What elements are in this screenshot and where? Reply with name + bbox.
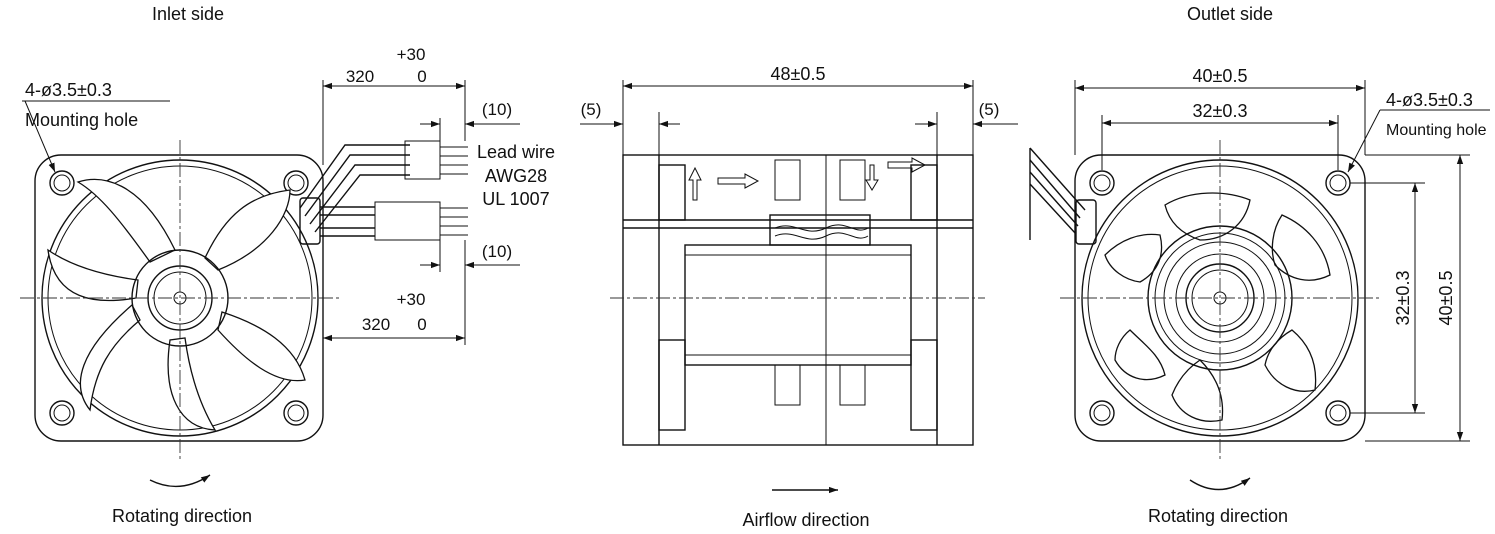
outlet-impeller-blades xyxy=(1104,192,1331,422)
outlet-view-footer: Rotating direction xyxy=(1148,506,1288,526)
side-flange-right: (5) xyxy=(979,100,1000,119)
side-motor-block xyxy=(684,244,912,366)
lead-length-bottom-value: 320 xyxy=(362,315,390,334)
side-depth-dim xyxy=(622,80,974,155)
side-flange-left-dim xyxy=(580,112,680,155)
lead-length-bottom-tol-plus: +30 xyxy=(397,290,426,309)
side-body-outline xyxy=(622,154,974,446)
inlet-impeller-blades xyxy=(47,178,306,431)
inlet-mounting-holes xyxy=(49,170,309,426)
side-flow-arrow-icons xyxy=(688,157,927,201)
outlet-width-pitch-dim xyxy=(1101,115,1339,170)
outlet-width-pitch: 32±0.3 xyxy=(1193,101,1248,121)
lead-length-dim-top xyxy=(322,80,466,165)
side-flange-right-dim xyxy=(915,112,1018,155)
lead-wire-label: Lead wire xyxy=(477,142,555,162)
side-flange-left: (5) xyxy=(581,100,602,119)
outlet-width-outer: 40±0.5 xyxy=(1193,66,1248,86)
inlet-hole-label: Mounting hole xyxy=(25,110,138,130)
strip-length-dim-top xyxy=(420,118,520,141)
side-wire-exit xyxy=(769,214,871,246)
outlet-view: Outlet side xyxy=(1029,4,1490,526)
lead-length-dim-bottom xyxy=(322,240,466,345)
side-view-footer: Airflow direction xyxy=(742,510,869,530)
outlet-height-pitch-dim xyxy=(1350,182,1425,414)
inlet-hole-leader xyxy=(22,100,170,173)
outlet-lead-wires xyxy=(1029,147,1097,245)
lead-wire-standard: UL 1007 xyxy=(482,189,549,209)
outlet-height-outer: 40±0.5 xyxy=(1436,271,1456,326)
inlet-view-footer: Rotating direction xyxy=(112,506,252,526)
outlet-height-outer-dim xyxy=(1365,154,1470,442)
outlet-height-pitch: 32±0.3 xyxy=(1393,271,1413,326)
lead-length-bottom-tol-minus: 0 xyxy=(417,315,426,334)
outlet-view-title: Outlet side xyxy=(1187,4,1273,24)
lead-length-top-tol-plus: +30 xyxy=(397,45,426,64)
inlet-view: Inlet side xyxy=(20,4,555,526)
outlet-rotation-arrow-icon xyxy=(1189,477,1251,491)
side-view: 48±0.5 (5) (5) Airflow direction xyxy=(580,64,1018,530)
inlet-view-title: Inlet side xyxy=(152,4,224,24)
side-depth-value: 48±0.5 xyxy=(771,64,826,84)
outlet-hole-leader xyxy=(1347,109,1490,173)
inlet-rotation-arrow-icon xyxy=(149,474,211,488)
lead-length-top-value: 320 xyxy=(346,67,374,86)
outlet-width-outer-dim xyxy=(1074,80,1366,155)
lead-length-top-tol-minus: 0 xyxy=(417,67,426,86)
outlet-hole-label: Mounting hole xyxy=(1386,122,1487,139)
outlet-hole-spec: 4-ø3.5±0.3 xyxy=(1386,90,1473,110)
strip-length-top: (10) xyxy=(482,100,512,119)
lead-wire-gauge: AWG28 xyxy=(485,166,547,186)
strip-length-bottom: (10) xyxy=(482,242,512,261)
inlet-hole-spec: 4-ø3.5±0.3 xyxy=(25,80,112,100)
inlet-lead-wires xyxy=(299,140,468,245)
